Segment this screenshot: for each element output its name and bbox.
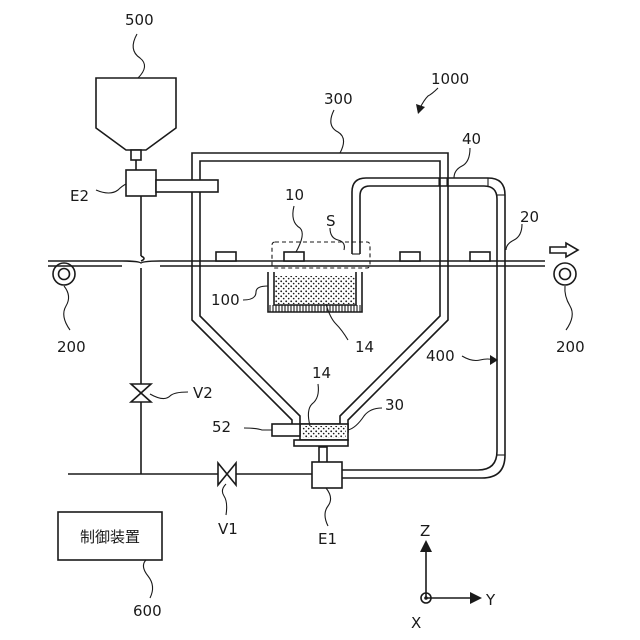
- label-chamber: 300: [324, 90, 353, 108]
- label-target: 10: [285, 186, 304, 204]
- roller-right: [554, 263, 576, 285]
- label-pipe-top: 40: [462, 130, 481, 148]
- label-film: 20: [520, 208, 539, 226]
- label-axis-y: Y: [485, 591, 496, 609]
- label-axis-z: Z: [420, 522, 430, 540]
- controller-text: 制御装置: [80, 528, 140, 546]
- label-powder-upper: 14: [355, 338, 374, 356]
- label-controller: 600: [133, 602, 162, 620]
- label-powder-lower: 14: [312, 364, 331, 382]
- label-roller-right: 200: [556, 338, 585, 356]
- gas-pipe-40: [342, 178, 505, 478]
- valve-v1: [218, 463, 236, 485]
- label-hopper: 500: [125, 11, 154, 29]
- label-container: 30: [385, 396, 404, 414]
- label-port: 52: [212, 418, 231, 436]
- powder-holder: [268, 272, 362, 312]
- label-apparatus: 1000: [431, 70, 469, 88]
- film-pads: [216, 252, 490, 261]
- label-valve-v1: V1: [218, 520, 238, 538]
- label-roller-left: 200: [57, 338, 86, 356]
- leader-arrow-400: [462, 355, 498, 365]
- label-holder: 100: [211, 291, 240, 309]
- unit-e2: [126, 160, 218, 196]
- label-valve-v2: V2: [193, 384, 213, 402]
- port-52: [272, 424, 300, 436]
- label-pipe-loop: 400: [426, 347, 455, 365]
- hopper: [96, 78, 176, 160]
- leader-lines: [64, 34, 573, 598]
- powder-container: [294, 424, 348, 446]
- label-region: S: [326, 212, 336, 230]
- label-unit-e1: E1: [318, 530, 337, 548]
- film-arrow-icon: [550, 243, 578, 257]
- valve-v2: [131, 384, 151, 402]
- axis-triad: [420, 540, 482, 604]
- label-axis-x: X: [411, 614, 421, 632]
- label-unit-e2: E2: [70, 187, 89, 205]
- unit-e1: [312, 447, 342, 488]
- leader-arrow-1000: [416, 88, 438, 114]
